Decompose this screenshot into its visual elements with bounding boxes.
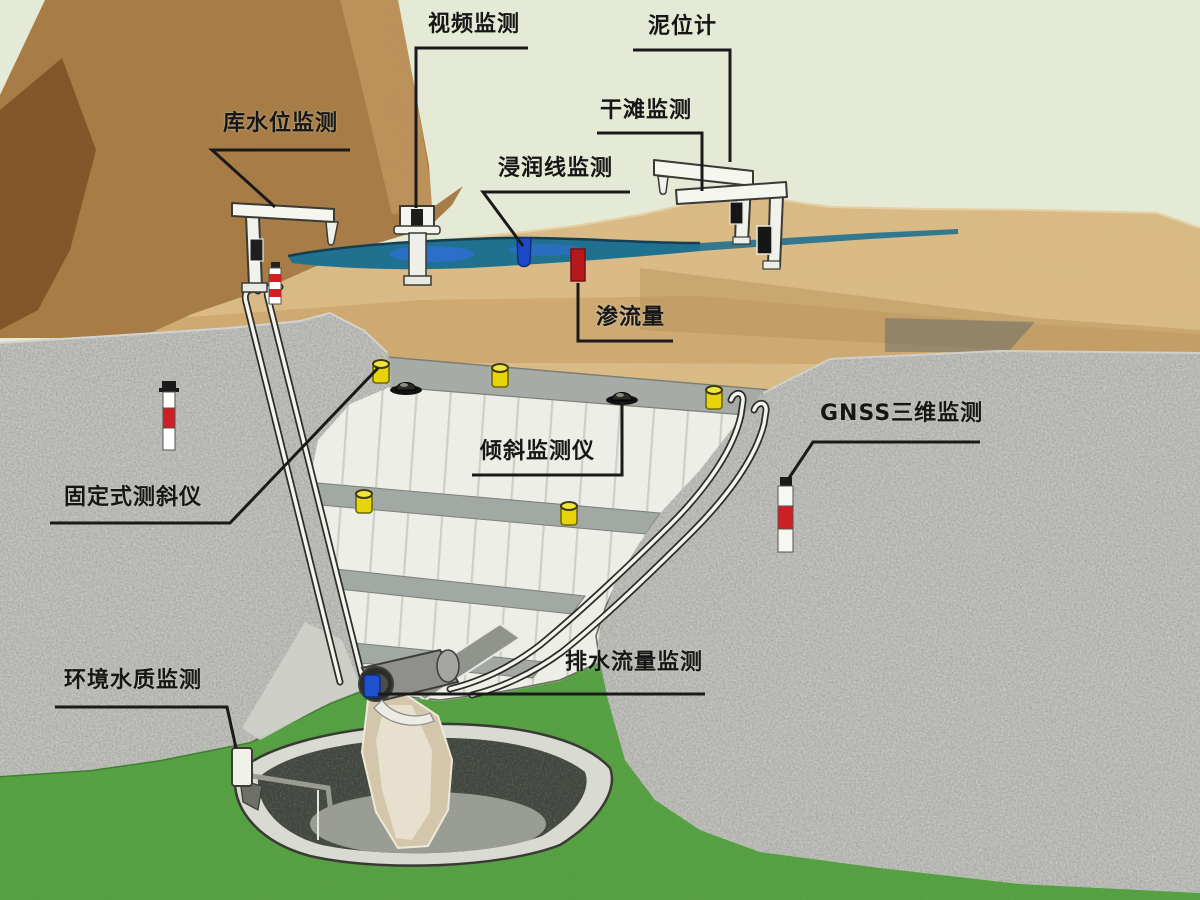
dry-beach-instrument [653, 159, 788, 270]
label-tilt-monitor: 倾斜监测仪 [480, 439, 596, 464]
leader-dry-beach [597, 131, 704, 191]
label-gnss-3d-monitoring: GNSS三维监测 [820, 401, 984, 426]
gnss-pole [777, 477, 794, 553]
leader-tilt [472, 402, 624, 477]
collection-pond [233, 692, 614, 867]
leader-seepage [576, 283, 673, 343]
label-video-monitoring: 视频监测 [428, 12, 521, 37]
label-water-quality: 环境水质监测 [64, 668, 203, 693]
leader-fixed-inclinometer [50, 366, 380, 525]
marker-pole-small [268, 262, 282, 305]
leader-water-quality [55, 705, 238, 749]
video-camera-mast [393, 205, 441, 286]
leader-reservoir-level [208, 148, 350, 209]
seepage-sensor-red [570, 248, 586, 282]
marker-pole-left-slope [159, 381, 179, 451]
label-fixed-inclinometer: 固定式测斜仪 [64, 485, 203, 510]
leader-video [414, 46, 528, 208]
inclinometer-rails-right [446, 389, 770, 699]
leader-phreatic [480, 190, 630, 247]
label-seepage-flow: 渗流量 [596, 305, 666, 330]
reservoir-level-gantry [231, 202, 339, 293]
label-reservoir-level: 库水位监测 [223, 111, 339, 136]
flow-sensor-blue [363, 674, 381, 698]
label-drainage-flow: 排水流量监测 [565, 650, 704, 675]
label-mud-level-gauge: 泥位计 [648, 14, 718, 39]
leader-mud-level [633, 48, 732, 162]
leader-gnss [785, 440, 980, 482]
label-dry-beach-monitoring: 干滩监测 [600, 98, 693, 123]
water-quality-sampler [231, 747, 336, 840]
dome-sensors-black [390, 382, 638, 405]
label-phreatic-line: 浸润线监测 [498, 156, 614, 181]
leader-lines [50, 46, 980, 749]
